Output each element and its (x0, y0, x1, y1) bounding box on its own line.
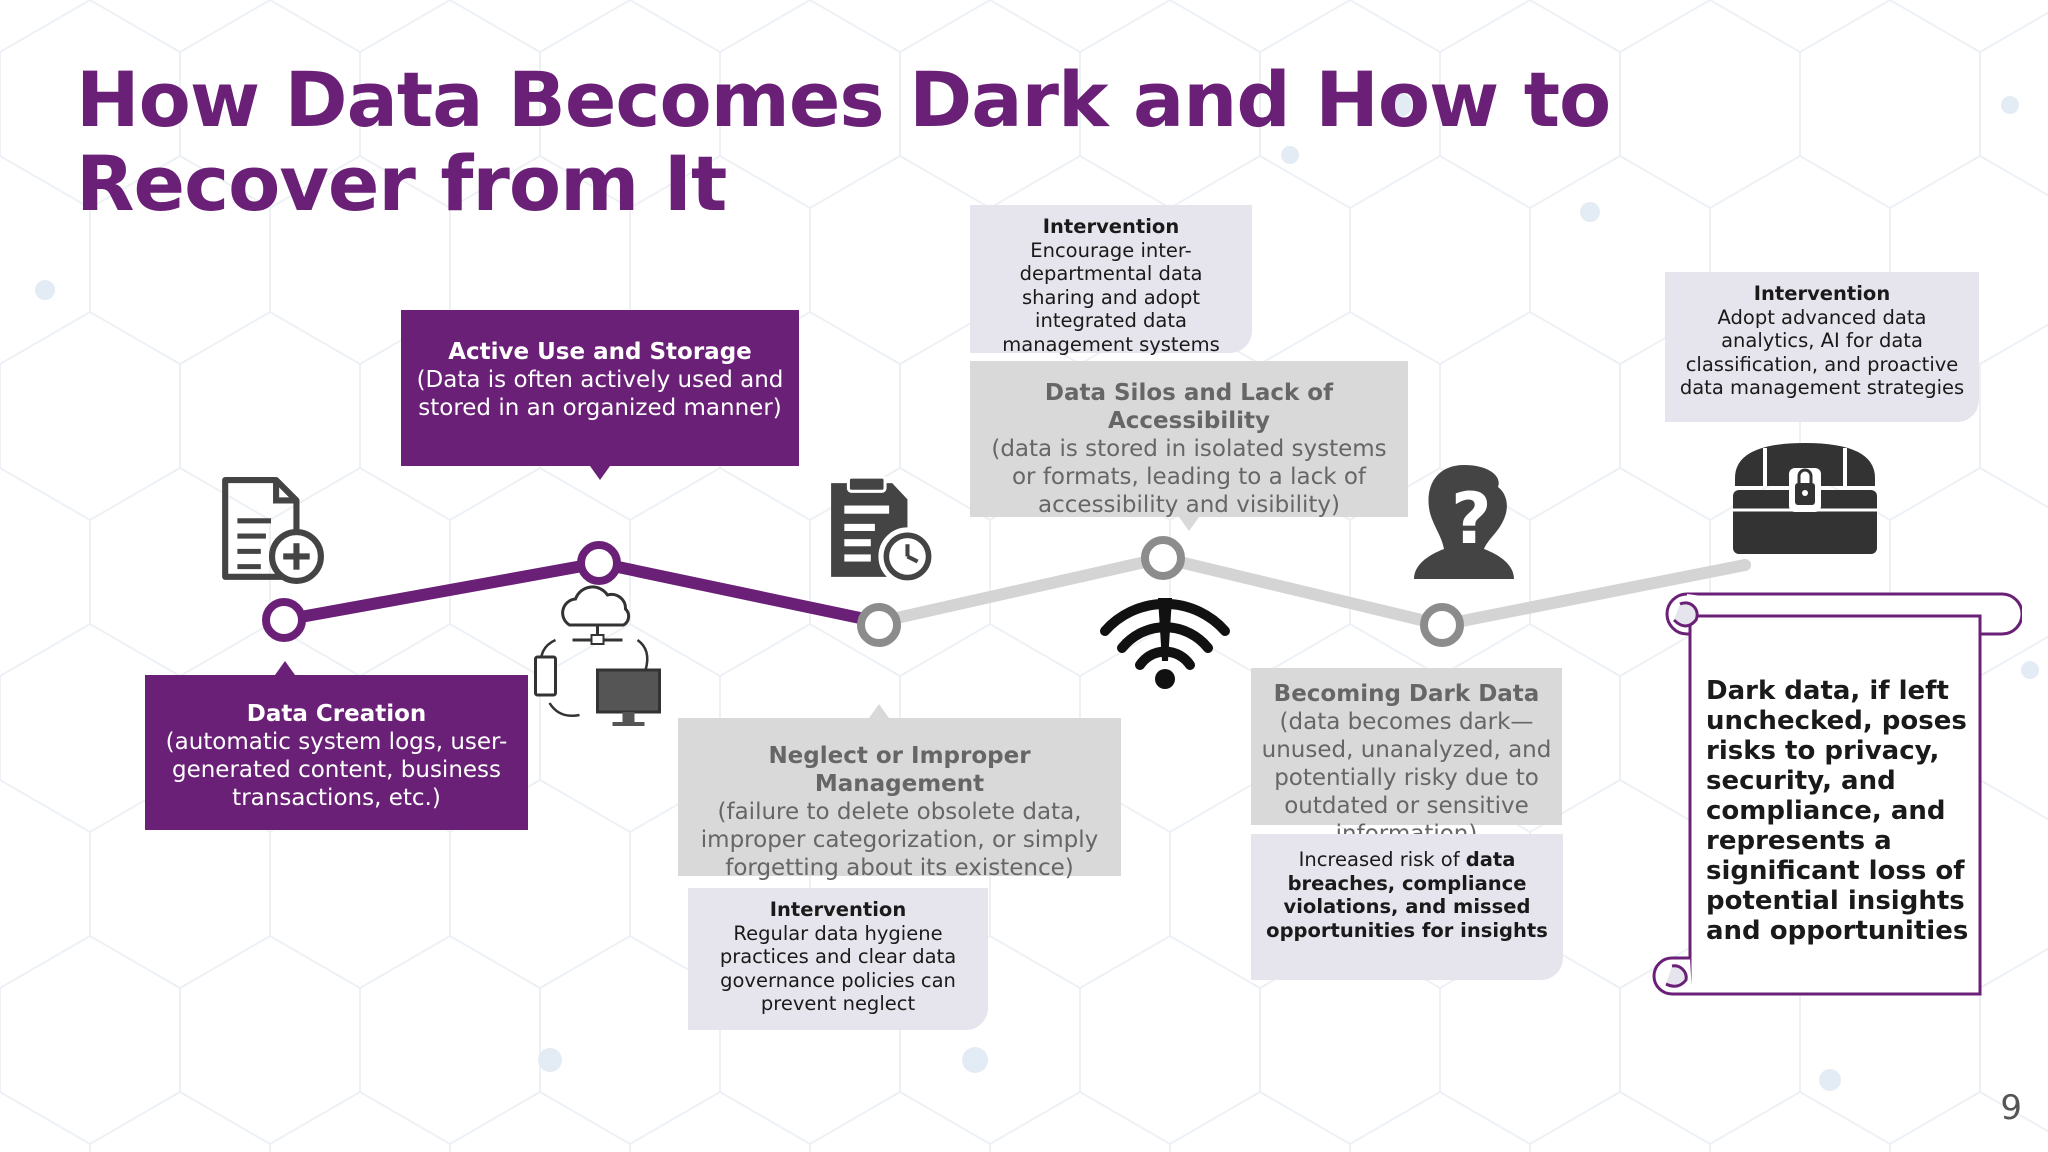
page-number: 9 (2000, 1088, 2022, 1128)
stage-body: (automatic system logs, user-generated c… (165, 729, 508, 811)
stage-title: Becoming Dark Data (1273, 681, 1540, 707)
cloud-network-icon (534, 585, 661, 726)
stage-becoming-dark-data: Becoming Dark Data (data becomes dark—un… (1251, 668, 1562, 847)
document-add-icon (222, 477, 324, 584)
intervention-body: Encourage inter-departmental data sharin… (1002, 238, 1220, 356)
intervention-neglect: Intervention Regular data hygiene practi… (688, 888, 988, 1030)
timeline-node-5 (1420, 603, 1464, 647)
timeline-node-1 (262, 598, 306, 642)
page-title: How Data Becomes Dark and How to Recover… (76, 58, 1676, 226)
stage-body: (data is stored in isolated systems or f… (991, 436, 1387, 518)
stage-title: Data Creation (246, 701, 427, 727)
page-title-line-2: Recover from It (76, 139, 727, 228)
stage-1-pointer (275, 661, 295, 675)
intervention-title: Intervention (1042, 215, 1180, 238)
stage-title: Active Use and Storage (448, 339, 752, 365)
stage-title: Neglect or Improper Management (768, 743, 1031, 797)
stage-neglect: Neglect or Improper Management (failure … (678, 718, 1121, 881)
timeline-node-4 (1141, 536, 1185, 580)
stage-4-pointer (1179, 517, 1199, 531)
svg-text:?: ? (1451, 478, 1492, 560)
stage-data-silos: Data Silos and Lack of Accessibility (da… (970, 361, 1408, 518)
intervention-silos: Intervention Encourage inter-departmenta… (970, 205, 1252, 356)
stage-3-pointer (869, 704, 889, 718)
stage-title: Data Silos and Lack of Accessibility (1044, 380, 1334, 434)
document-clock-icon (831, 475, 937, 586)
intervention-body: Regular data hygiene practices and clear… (719, 921, 957, 1016)
stage-active-use: Active Use and Storage (Data is often ac… (401, 310, 799, 466)
scroll-icon (1652, 592, 2022, 996)
wifi-alert-icon (1100, 598, 1230, 689)
intervention-dark-data: Intervention Adopt advanced data analyti… (1665, 272, 1979, 422)
risk-note: Increased risk of data breaches, complia… (1251, 834, 1563, 980)
stage-2-pointer (590, 466, 610, 480)
stage-data-creation: Data Creation (automatic system logs, us… (145, 675, 528, 830)
intervention-title: Intervention (1753, 282, 1891, 305)
treasure-chest-icon (1733, 443, 1877, 554)
timeline-node-2 (577, 541, 621, 585)
timeline-line-grey (873, 552, 1751, 631)
stage-body: (failure to delete obsolete data, improp… (700, 799, 1099, 881)
risk-note-prefix: Increased risk of (1298, 848, 1466, 871)
person-question-icon: ? (1414, 465, 1514, 579)
stage-body: (data becomes dark—unused, unanalyzed, a… (1261, 709, 1552, 847)
intervention-title: Intervention (769, 898, 907, 921)
timeline-node-3 (857, 603, 901, 647)
page-title-line-1: How Data Becomes Dark and How to (76, 55, 1611, 144)
scroll-summary-text: Dark data, if left unchecked, poses risk… (1706, 676, 1969, 946)
risk-note-bold: data breaches, compliance violations, an… (1266, 848, 1548, 942)
stage-body: (Data is often actively used and stored … (416, 367, 784, 421)
intervention-body: Adopt advanced data analytics, AI for da… (1679, 305, 1965, 400)
